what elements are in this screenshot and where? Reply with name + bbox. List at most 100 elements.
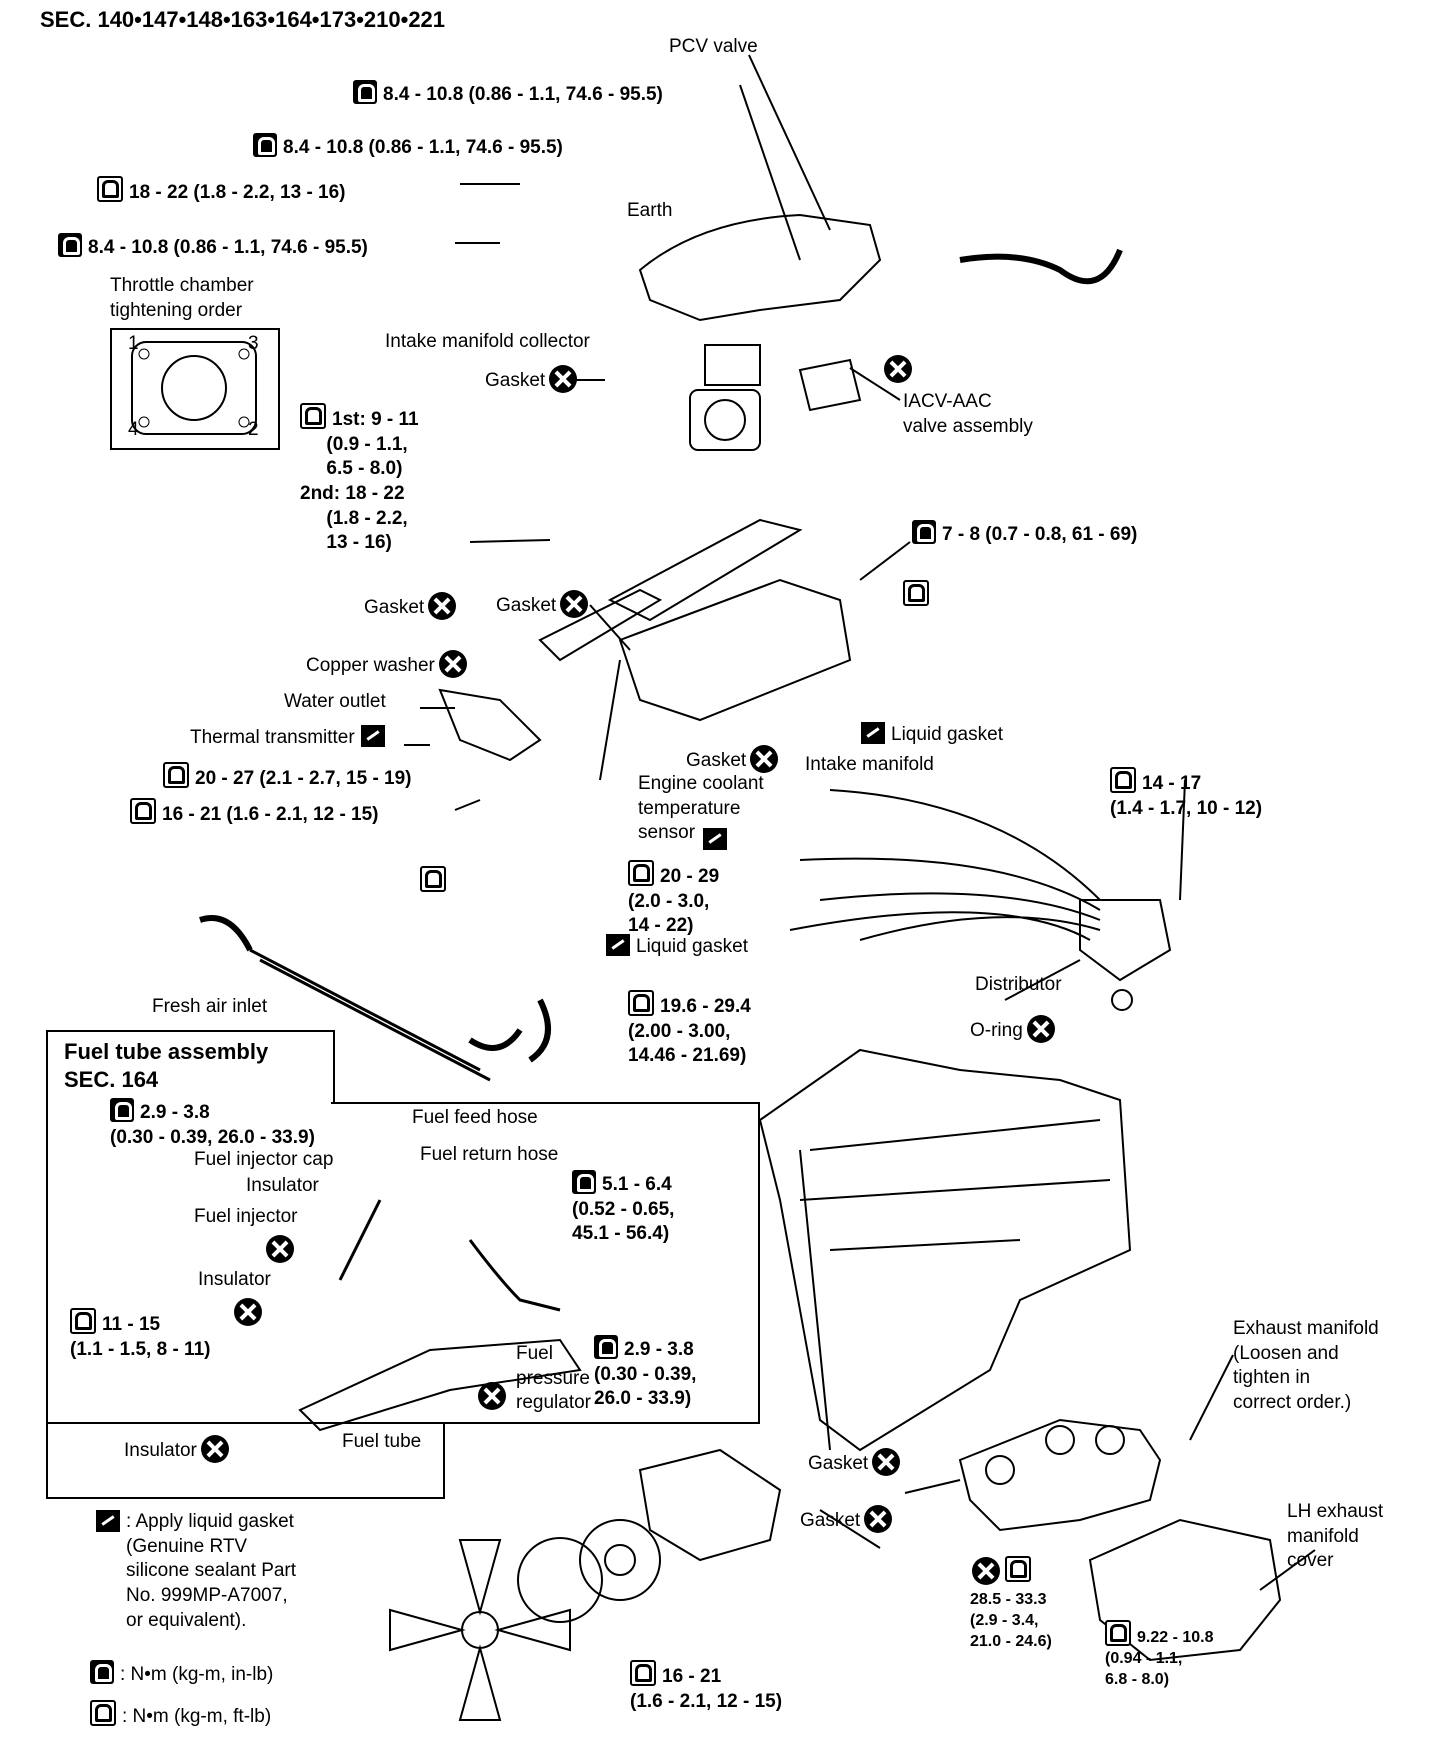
torque-value: 5.1 - 6.4 (0.52 - 0.65, 45.1 - 56.4) (572, 1174, 675, 1245)
do-not-reuse-icon (864, 1505, 893, 1533)
legend-nm-ftlb: : N•m (kg-m, ft-lb) (90, 1700, 271, 1730)
order-number: 4 (128, 419, 139, 440)
torque-callout-1: 8.4 - 10.8 (0.86 - 1.1, 74.6 - 95.5) (353, 80, 663, 108)
insulator-label-1: Insulator (246, 1175, 319, 1196)
torque-callout-13: 16 - 21 (1.6 - 2.1, 12 - 15) (630, 1660, 782, 1714)
gasket-callout-5: Gasket (808, 1448, 901, 1477)
insulator-label-2: Insulator (198, 1269, 271, 1290)
thermal-transmitter-label: Thermal transmitter (190, 727, 355, 748)
legend-liquid-gasket: : Apply liquid gasket (Genuine RTV silic… (90, 1510, 296, 1633)
torque-value: 2.9 - 3.8 (0.30 - 0.39, 26.0 - 33.9) (594, 1339, 697, 1410)
fuel-box-title-frame (46, 1030, 335, 1104)
ect-sensor-label: Engine coolant temperature sensor (638, 773, 764, 844)
torque-value: 11 - 15 (1.1 - 1.5, 8 - 11) (70, 1314, 211, 1360)
torque-value: 16 - 21 (1.6 - 2.1, 12 - 15) (162, 804, 379, 825)
engine-block-drawing (758, 1048, 1132, 1452)
torque-value: 7 - 8 (0.7 - 0.8, 61 - 69) (942, 524, 1138, 545)
liquid-gasket-icon (606, 934, 630, 956)
copper-washer-label: Copper washer (306, 655, 435, 676)
torque-wrench-outline-icon (90, 1700, 116, 1726)
ignition-wires (789, 789, 1101, 941)
intake-manifold-label: Intake manifold (805, 754, 934, 775)
torque-wrench-filled-icon (594, 1335, 618, 1359)
ect-liquid-gasket (697, 828, 733, 854)
torque-callout-7: 20 - 27 (2.1 - 2.7, 15 - 19) (163, 762, 412, 792)
do-not-reuse-icon (549, 365, 578, 393)
fuel-box-divider (331, 1102, 760, 1104)
intake-collector-label: Intake manifold collector (385, 331, 590, 352)
water-outlet-drawing (438, 688, 542, 762)
gasket-callout-1: Gasket (485, 365, 578, 394)
iacv-drawing (798, 358, 862, 412)
torque-callout-11: 19.6 - 29.4 (2.00 - 3.00, 14.46 - 21.69) (628, 990, 751, 1069)
distributor-drawing (1079, 899, 1172, 982)
regulator-replace-callout (474, 1382, 506, 1411)
fuel-torque-a: 2.9 - 3.8 (0.30 - 0.39, 26.0 - 33.9) (110, 1098, 315, 1150)
torque-callout-14: 9.22 - 10.8 (0.94 - 1.1, 6.8 - 8.0) (1105, 1620, 1214, 1690)
throttle-gasket-outline (131, 341, 257, 435)
torque-wrench-filled-icon (572, 1170, 596, 1194)
fuel-torque-c: 11 - 15 (1.1 - 1.5, 8 - 11) (70, 1308, 210, 1362)
torque-wrench-filled-icon (90, 1660, 114, 1684)
do-not-reuse-icon (972, 1557, 1000, 1585)
torque-callout-4: 8.4 - 10.8 (0.86 - 1.1, 74.6 - 95.5) (58, 233, 368, 261)
intake-manifold-drawing (618, 578, 852, 722)
fuel-box-frame-top (46, 1102, 760, 1424)
torque-callout-6: 7 - 8 (0.7 - 0.8, 61 - 69) (912, 520, 1137, 548)
torque-wrench-filled-icon (253, 133, 277, 157)
iacv-label: IACV-AAC valve assembly (903, 391, 1033, 437)
lh-exhaust-cover-label: LH exhaust manifold cover (1287, 1501, 1384, 1572)
distributor-label: Distributor (975, 974, 1062, 995)
gasket-label: Gasket (485, 370, 546, 391)
fuel-tube-drawing (298, 1338, 582, 1432)
exhaust-gasket-drawing (538, 588, 663, 662)
o-ring-label: O-ring (970, 1020, 1023, 1041)
water-outlet-label: Water outlet (284, 691, 386, 712)
torque-wrench-outline-icon (300, 403, 326, 429)
throttle-order-label: Throttle chamber tightening order (110, 275, 254, 321)
torque-value: 20 - 29 (2.0 - 3.0, 14 - 22) (628, 866, 720, 937)
copper-washer-callout: Copper washer (306, 650, 467, 679)
torque-wrench-outline-icon (1005, 1556, 1032, 1582)
order-number: 1 (128, 333, 139, 354)
intake-gasket-drawing (607, 518, 803, 622)
gasket-label: Gasket (496, 595, 557, 616)
torque-wrench-outline-icon (70, 1308, 96, 1334)
torque-callout-10: 20 - 29 (2.0 - 3.0, 14 - 22) (628, 860, 719, 939)
do-not-reuse-icon (1026, 1015, 1055, 1043)
liquid-gasket-callout-2: Liquid gasket (600, 934, 748, 960)
earth-label: Earth (627, 200, 673, 221)
torque-wrench-outline-icon (130, 798, 156, 824)
torque-wrench-outline-icon (630, 1660, 656, 1686)
gasket-label: Gasket (800, 1510, 861, 1531)
fresh-air-tube-drawing (249, 948, 491, 1082)
throttle-chamber-drawing (689, 389, 761, 451)
torque-value: 20 - 27 (2.1 - 2.7, 15 - 19) (195, 768, 412, 789)
iacv-replace-callout (880, 355, 912, 384)
legend-nm-inlb: : N•m (kg-m, in-lb) (90, 1660, 273, 1688)
do-not-reuse-icon (234, 1298, 262, 1326)
gasket-callout-4: Gasket (686, 745, 779, 774)
torque-wrench-outline-icon (420, 866, 446, 892)
pcv-valve-label: PCV valve (669, 36, 758, 57)
torque-value: 14 - 17 (1.4 - 1.7, 10 - 12) (1110, 773, 1263, 819)
fuel-box-frame-bottom (46, 1422, 445, 1499)
torque-value: 1st: 9 - 11 (0.9 - 1.1, 6.5 - 8.0) 2nd: … (300, 409, 419, 554)
torque-value: 8.4 - 10.8 (0.86 - 1.1, 74.6 - 95.5) (283, 137, 563, 158)
torque-callout-9: 14 - 17 (1.4 - 1.7, 10 - 12) (1110, 767, 1262, 821)
intake-collector-drawing (638, 213, 882, 322)
fan-coupling-drawing (517, 1537, 603, 1623)
torque-wrench-outline-icon (628, 990, 654, 1016)
torque-wrench-outline-icon (903, 580, 929, 606)
fuel-box-title: Fuel tube assembly SEC. 164 (64, 1039, 269, 1092)
fuel-injector-label: Fuel injector (194, 1206, 298, 1227)
fan-drawing (389, 1539, 571, 1721)
do-not-reuse-icon (750, 745, 779, 773)
throttle-order-diagram: 1 3 4 2 (110, 328, 280, 450)
torque-callout-2: 8.4 - 10.8 (0.86 - 1.1, 74.6 - 95.5) (253, 133, 563, 161)
torque-value: 9.22 - 10.8 (0.94 - 1.1, 6.8 - 8.0) (1105, 1629, 1214, 1688)
torque-wrench-outline-icon (97, 176, 123, 202)
torque-value: 8.4 - 10.8 (0.86 - 1.1, 74.6 - 95.5) (383, 84, 663, 105)
do-not-reuse-icon (478, 1382, 506, 1410)
